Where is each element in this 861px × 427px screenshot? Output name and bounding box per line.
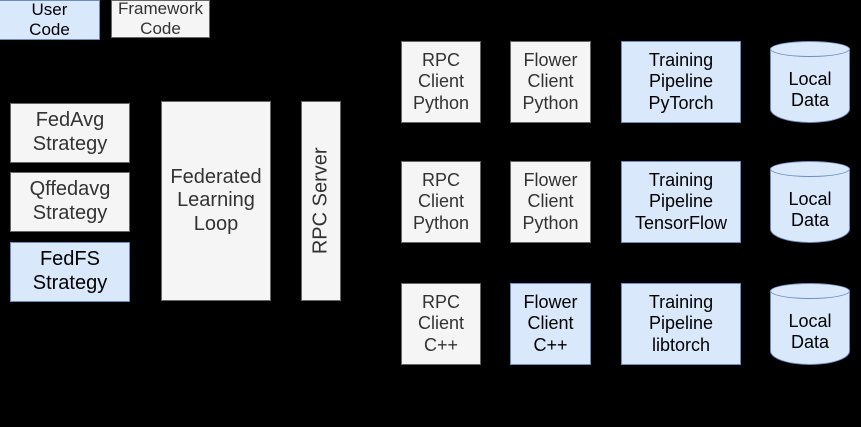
local-data-cylinder-row-3: Local Data [770, 283, 850, 365]
flower-client-box-row-1: Flower Client Python [510, 41, 591, 123]
rpc-client-box-row-2: RPC Client Python [401, 161, 481, 243]
flower-client-box-row-2: Flower Client Python [510, 161, 591, 243]
legend-user-code: User Code [0, 0, 100, 40]
local-data-label: Local Data [788, 188, 832, 230]
strategy-box-fedfs: FedFS Strategy [10, 242, 130, 302]
cylinder-top-ellipse [770, 283, 850, 299]
strategy-box-qffedavg: Qffedavg Strategy [10, 172, 130, 232]
federated-learning-loop-box: Federated Learning Loop [161, 101, 271, 301]
training-pipeline-box-row-3: Training Pipeline libtorch [621, 283, 741, 365]
rpc-client-box-row-3: RPC Client C++ [401, 283, 481, 365]
local-data-cylinder-row-2: Local Data [770, 161, 850, 243]
strategy-box-fedavg: FedAvg Strategy [10, 103, 130, 163]
local-data-label: Local Data [788, 310, 832, 352]
legend-framework-code: Framework Code [111, 0, 210, 38]
training-pipeline-box-row-2: Training Pipeline TensorFlow [621, 161, 741, 243]
local-data-cylinder-row-1: Local Data [770, 41, 850, 123]
local-data-label: Local Data [788, 68, 832, 110]
rpc-server-box: RPC Server [301, 101, 341, 301]
rpc-server-label: RPC Server [309, 147, 332, 255]
flower-client-box-row-3: Flower Client C++ [510, 283, 591, 365]
cylinder-body [770, 48, 850, 123]
cylinder-top-ellipse [770, 161, 850, 177]
cylinder-top-ellipse [770, 41, 850, 57]
cylinder-body [770, 168, 850, 243]
cylinder-body [770, 290, 850, 365]
training-pipeline-box-row-1: Training Pipeline PyTorch [621, 41, 741, 123]
rpc-client-box-row-1: RPC Client Python [401, 41, 481, 123]
